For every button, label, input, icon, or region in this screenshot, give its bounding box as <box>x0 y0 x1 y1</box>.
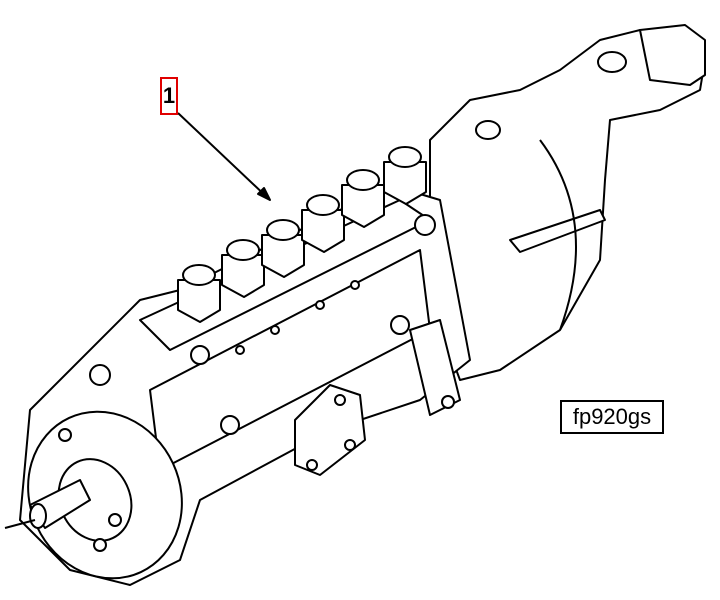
key-line <box>4 519 36 529</box>
callout-label-1: 1 <box>160 77 178 115</box>
flange-bolts <box>58 214 455 552</box>
governor-curve <box>539 139 577 331</box>
shaft-end <box>29 503 47 529</box>
delivery-valve-holders <box>177 146 427 323</box>
governor-arm <box>509 209 606 253</box>
callout-leader-line <box>177 112 271 201</box>
governor-housing <box>429 29 706 381</box>
bolt-head <box>475 120 501 140</box>
mounting-bracket <box>294 384 366 476</box>
mounting-bracket-right <box>409 319 461 416</box>
callout-arrowhead <box>257 187 271 201</box>
rear-cap <box>597 51 627 73</box>
rear-shaft <box>639 24 706 86</box>
figure-id-label: fp920gs <box>560 400 664 434</box>
